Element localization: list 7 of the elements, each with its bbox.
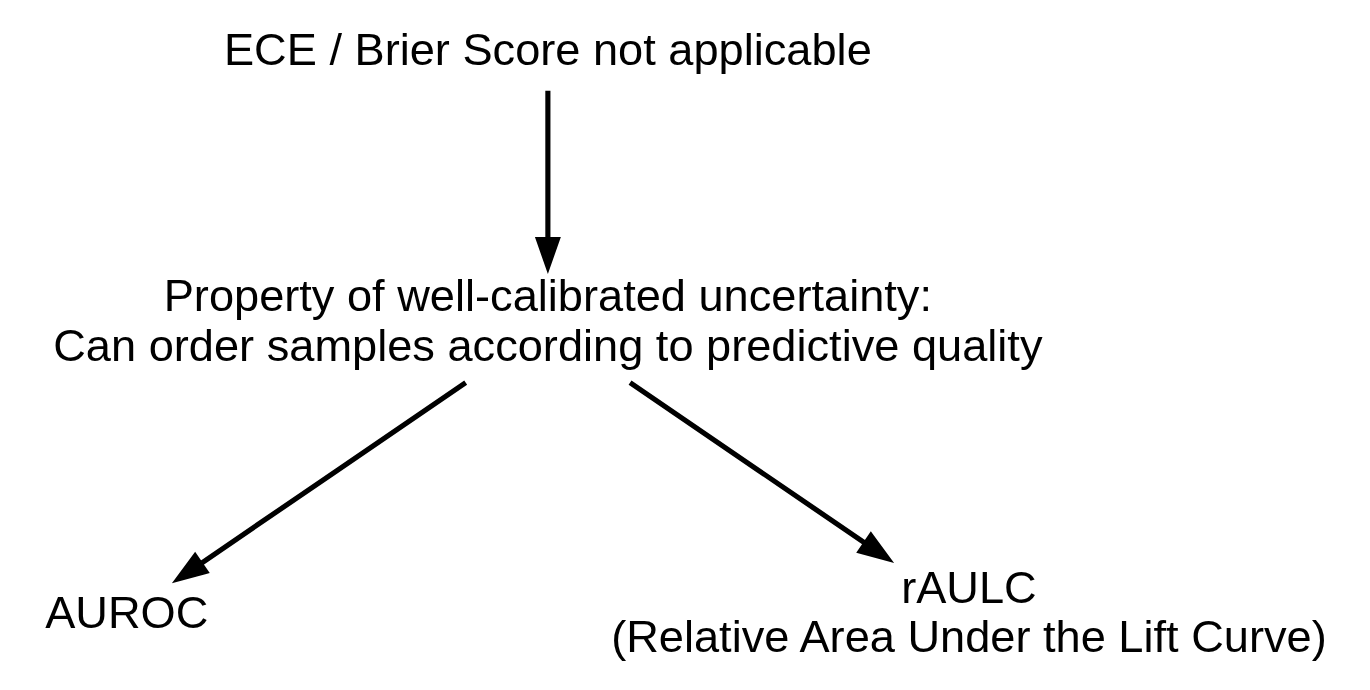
arrow xyxy=(628,380,894,563)
arrow xyxy=(171,380,467,584)
node-text: AUROC xyxy=(44,586,208,638)
node-text: ECE / Brier Score not applicable xyxy=(223,23,872,75)
node-text: Property of well-calibrated uncertainty: Can order samples according to predictive quality xyxy=(52,270,1043,371)
arrow xyxy=(534,90,561,275)
node-text: rAULC (Relative Area Under the Lift Curve) xyxy=(610,561,1327,663)
